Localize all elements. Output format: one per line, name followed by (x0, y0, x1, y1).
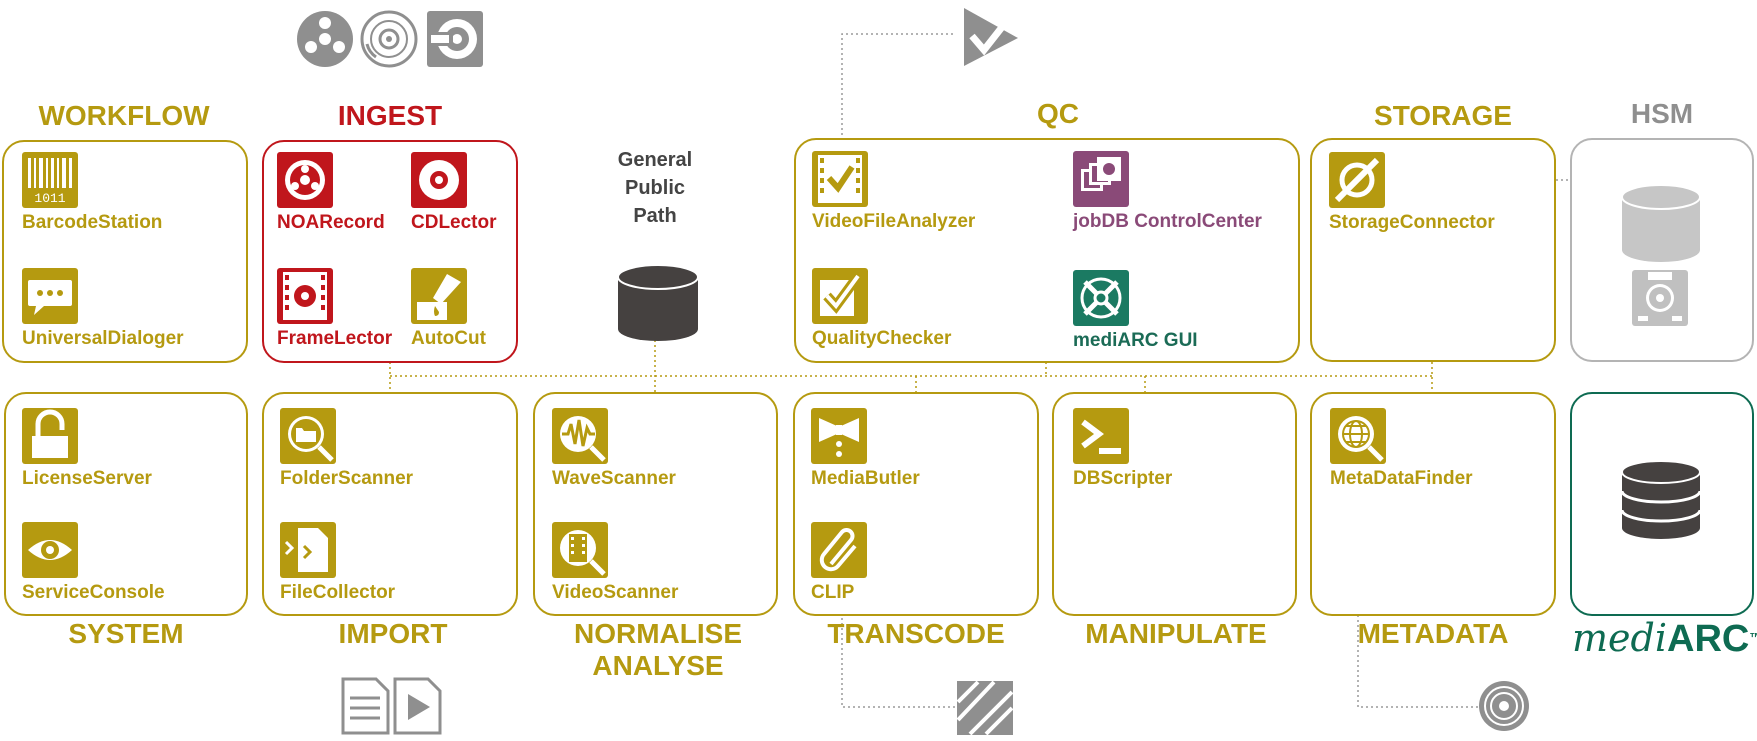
license-server-label: LicenseServer (22, 468, 152, 489)
chat-bubble-icon (22, 268, 78, 324)
wave-search-icon (552, 408, 608, 464)
svg-text:1011: 1011 (34, 191, 65, 206)
tape-drive-icon (1632, 270, 1688, 326)
record-reel-icon (277, 152, 333, 208)
disc-icon (360, 10, 418, 68)
mediarc-gui-label: mediARC GUI (1073, 330, 1198, 351)
jobdb-control-center-label: jobDB ControlCenter (1073, 211, 1262, 232)
checkbox-icon (812, 268, 868, 324)
db-scripter-label: DBScripter (1073, 468, 1173, 489)
cd-icon (411, 152, 467, 208)
mediarc-brand-logo: mediARC™ (1572, 616, 1757, 660)
database-stack-icon (1620, 460, 1702, 539)
frame-lector-label: FrameLector (277, 328, 393, 349)
barcode-icon: 1011 (22, 152, 78, 208)
film-frame-icon (277, 268, 333, 324)
section-title-import: IMPORT (338, 618, 448, 649)
storage-cylinder-icon (1621, 184, 1701, 262)
padlock-icon (22, 408, 78, 464)
section-title-workflow: WORKFLOW (38, 100, 210, 131)
storage-box (1310, 138, 1556, 362)
folder-search-icon (280, 408, 336, 464)
video-scanner-label: VideoScanner (552, 582, 679, 603)
eye-icon (22, 522, 78, 578)
auto-cut-label: AutoCut (411, 328, 486, 349)
qc-box (794, 138, 1300, 363)
metadata-finder-label: MetaDataFinder (1330, 468, 1473, 489)
normalise-analyse-box (533, 392, 778, 616)
transcode-logo-icon (956, 680, 1014, 736)
database-icon (617, 264, 699, 341)
quality-checker-label: QualityChecker (812, 328, 952, 349)
section-title-ingest: INGEST (337, 100, 443, 131)
paperclip-icon (811, 522, 867, 578)
cd-lector-label: CDLector (411, 212, 497, 233)
section-title-system: SYSTEM (68, 618, 184, 649)
section-title-hsm: HSM (1630, 98, 1694, 129)
universal-dialoger-label: UniversalDialoger (22, 328, 184, 349)
stacked-windows-icon (1073, 151, 1129, 207)
disc-drive-icon (427, 11, 483, 67)
film-search-icon (552, 522, 608, 578)
file-collect-icon (280, 522, 336, 578)
mediarc-gui-icon (1073, 270, 1129, 326)
section-title-transcode: TRANSCODE (827, 618, 1005, 649)
media-butler-label: MediaButler (811, 468, 920, 489)
check-play-icon (964, 8, 1018, 66)
cutter-icon (411, 268, 467, 324)
vinyl-record-icon (1479, 681, 1529, 731)
clip-label: CLIP (811, 582, 855, 603)
file-collector-label: FileCollector (280, 582, 396, 603)
section-title-analyse: ANALYSE (592, 650, 724, 681)
section-title-metadata: METADATA (1357, 618, 1509, 649)
wave-scanner-label: WaveScanner (552, 468, 676, 489)
video-file-analyzer-label: VideoFileAnalyzer (812, 211, 976, 232)
terminal-prompt-icon (1073, 408, 1129, 464)
general-public-path-label: General Public Path (617, 149, 693, 227)
folder-scanner-label: FolderScanner (280, 468, 414, 489)
document-play-icon (341, 677, 442, 735)
connector-icon (1329, 152, 1385, 208)
service-console-label: ServiceConsole (22, 582, 165, 603)
section-title-normalise: NORMALISE (574, 618, 742, 649)
section-title-manipulate: MANIPULATE (1085, 618, 1267, 649)
noa-record-label: NOARecord (277, 212, 385, 233)
film-check-icon (812, 151, 868, 207)
reel-icon (297, 11, 353, 67)
bow-tie-icon (811, 408, 867, 464)
section-title-qc: QC (1037, 98, 1079, 129)
section-title-storage: STORAGE (1374, 100, 1512, 131)
storage-connector-label: StorageConnector (1329, 212, 1495, 233)
barcode-station-label: BarcodeStation (22, 212, 163, 233)
globe-search-icon (1330, 408, 1386, 464)
